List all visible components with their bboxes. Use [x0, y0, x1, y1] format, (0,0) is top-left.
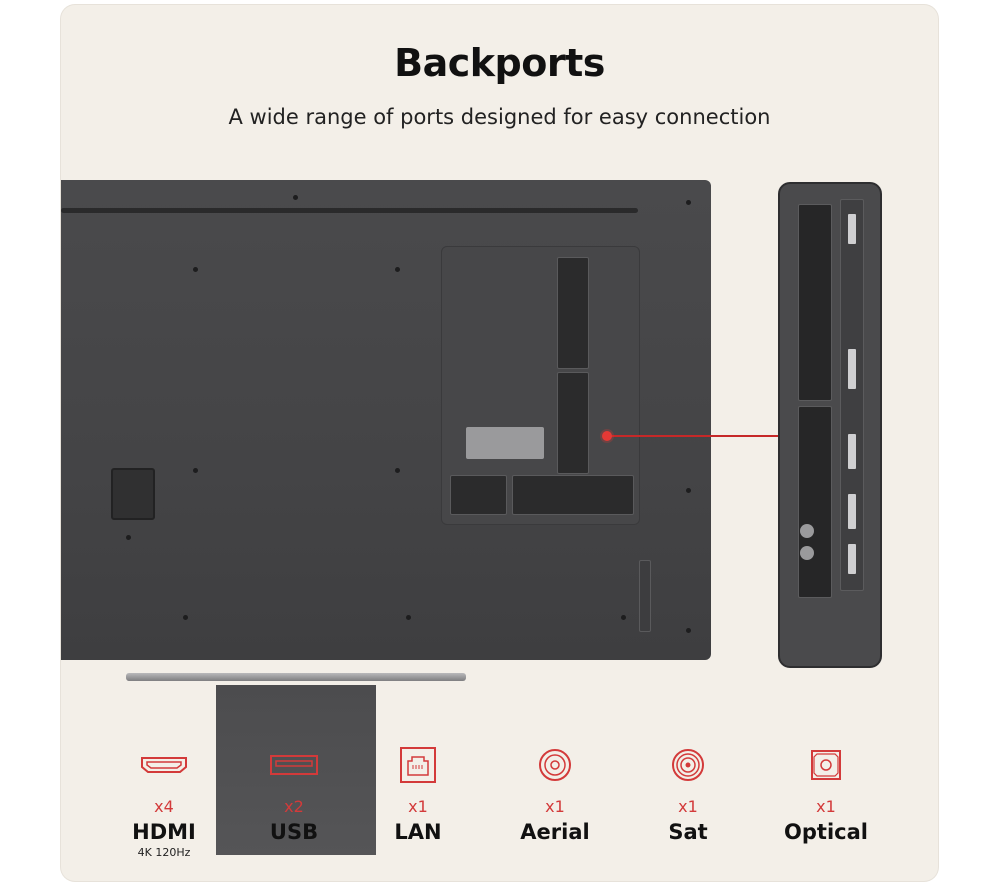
port-count: x1 — [816, 797, 836, 816]
inset-port-slot — [798, 406, 832, 598]
port-name: LAN — [394, 820, 442, 844]
screw-hole — [293, 195, 298, 200]
port-lan: x1 LAN — [348, 743, 488, 844]
screw-hole — [686, 200, 691, 205]
screw-hole — [193, 267, 198, 272]
tv-stand — [216, 685, 376, 855]
callout-dot — [602, 431, 612, 441]
ports-list: x4 HDMI 4K 120Hz x2 USB — [61, 743, 938, 873]
tv-back-illustration — [61, 180, 711, 855]
sat-icon — [618, 743, 758, 787]
port-slot — [512, 475, 634, 515]
page-subtitle: A wide range of ports designed for easy … — [228, 105, 771, 129]
screw-hole — [406, 615, 411, 620]
screw-hole — [686, 628, 691, 633]
rating-label — [466, 427, 544, 459]
port-count: x1 — [678, 797, 698, 816]
port-name: Sat — [668, 820, 708, 844]
screw-hole — [193, 468, 198, 473]
port-slot — [557, 257, 589, 369]
lan-icon — [348, 743, 488, 787]
port-optical: x1 Optical — [756, 743, 896, 844]
side-vent — [639, 560, 651, 632]
port-count: x2 — [284, 797, 304, 816]
inset-label — [848, 544, 856, 574]
ports-zoom-inset — [778, 182, 882, 668]
port-name: USB — [269, 820, 319, 844]
port-slot — [450, 475, 507, 515]
inset-label — [848, 214, 856, 244]
screw-hole — [686, 488, 691, 493]
hdmi-icon — [94, 743, 234, 787]
port-count: x1 — [545, 797, 565, 816]
screw-hole — [183, 615, 188, 620]
port-slot — [557, 372, 589, 474]
port-name: HDMI — [132, 820, 196, 844]
page-title: Backports — [394, 41, 605, 85]
tv-top-bar — [61, 208, 638, 213]
port-hdmi: x4 HDMI 4K 120Hz — [94, 743, 234, 859]
backports-card: Backports A wide range of ports designed… — [61, 5, 938, 881]
port-count: x4 — [154, 797, 174, 816]
inset-label — [848, 434, 856, 469]
screw-hole — [395, 267, 400, 272]
port-aerial: x1 Aerial — [485, 743, 625, 844]
stand-base — [126, 673, 466, 681]
screw-hole — [126, 535, 131, 540]
usb-icon — [224, 743, 364, 787]
inset-label — [848, 494, 856, 529]
port-name: Optical — [784, 820, 868, 844]
screw-hole — [621, 615, 626, 620]
port-spec: 4K 120Hz — [137, 846, 191, 859]
port-count: x1 — [408, 797, 428, 816]
optical-icon — [756, 743, 896, 787]
connector-panel — [441, 246, 640, 525]
callout-line — [606, 435, 778, 437]
inset-port-slot — [798, 204, 832, 401]
port-name: Aerial — [520, 820, 590, 844]
port-usb: x2 USB — [224, 743, 364, 844]
power-socket — [111, 468, 155, 520]
screw-hole — [395, 468, 400, 473]
inset-sat-socket — [800, 546, 814, 560]
aerial-icon — [485, 743, 625, 787]
inset-aerial-socket — [800, 524, 814, 538]
port-sat: x1 Sat — [618, 743, 758, 844]
inset-label — [848, 349, 856, 389]
inset-label-strip — [840, 199, 864, 591]
